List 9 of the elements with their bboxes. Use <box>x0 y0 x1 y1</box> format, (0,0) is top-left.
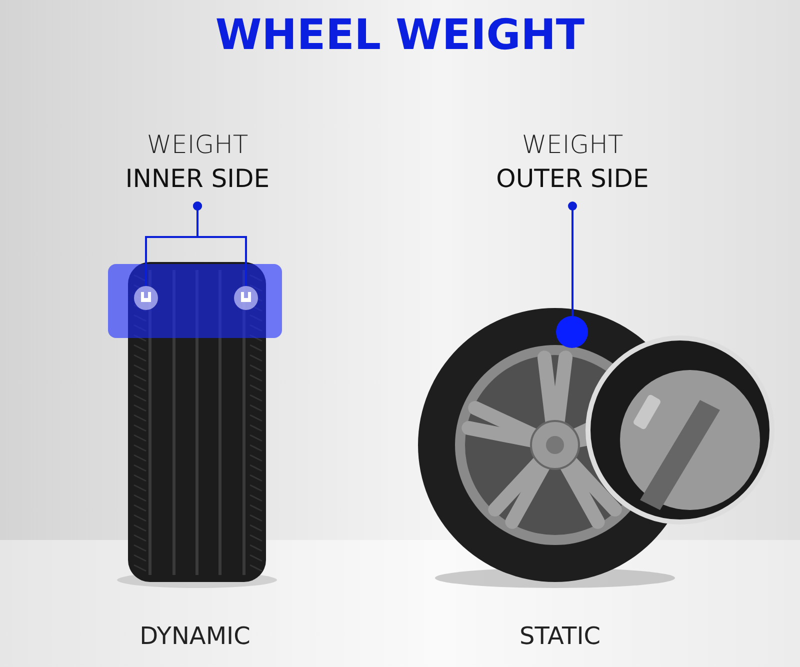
leader-line <box>193 202 247 286</box>
callout-text: INNER SIDE <box>124 163 271 195</box>
callout-heading: WEIGHT <box>520 129 624 161</box>
callout-text: OUTER SIDE <box>495 163 650 195</box>
caption-text: STATIC <box>518 622 602 650</box>
caption-text: DYNAMIC <box>138 622 252 650</box>
title: WHEEL WEIGHT <box>214 10 586 59</box>
callout-heading: WEIGHT <box>146 129 250 161</box>
leader-line <box>568 202 577 316</box>
